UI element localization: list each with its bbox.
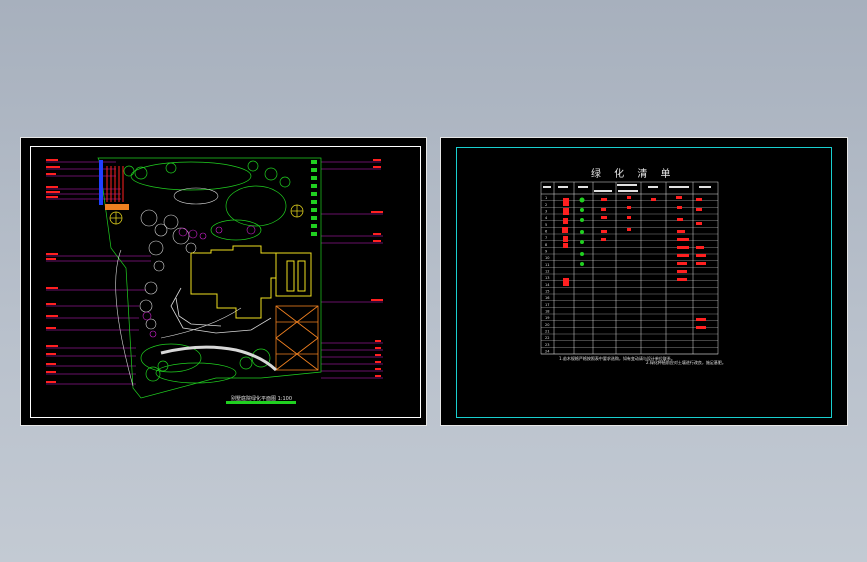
row-number: 22	[545, 336, 549, 340]
title-underline	[226, 401, 296, 404]
row-number: 19	[545, 316, 549, 320]
row-number: 13	[545, 276, 549, 280]
schedule-note-2: 2.绿化种植前应对土壤进行改良，施足基肥。	[646, 360, 726, 365]
schedule-note-1: 1.苗木规格严格按照表中要求选购，如有变动请与设计单位联系。	[559, 356, 675, 361]
schedule-title: 绿 化 清 单	[591, 169, 676, 180]
row-number: 12	[545, 270, 549, 274]
water-feature	[99, 160, 103, 205]
garden-path	[160, 345, 278, 372]
row-number: 11	[545, 263, 549, 267]
villa-footprint	[190, 245, 312, 319]
right-leader-lines	[321, 161, 383, 379]
feature-trees	[109, 204, 304, 225]
row-number: 7	[545, 236, 547, 240]
header-labels	[543, 184, 711, 192]
row-number: 23	[545, 343, 549, 347]
row-number: 15	[545, 290, 549, 294]
row-number: 3	[545, 210, 547, 214]
planting-plan-drawing	[46, 157, 383, 404]
pergola-base	[105, 204, 129, 210]
row-number: 6	[545, 230, 547, 234]
drawing-sheet-planting-plan[interactable]: 别墅庭院绿化平面图 1:100	[20, 137, 427, 426]
row-number: 24	[545, 350, 550, 354]
row-number: 1	[545, 196, 547, 200]
shrub-clusters	[123, 160, 291, 384]
sheet-border	[30, 146, 421, 418]
row-number: 16	[545, 296, 549, 300]
hedge-row	[311, 160, 317, 236]
timber-deck	[275, 305, 319, 371]
row-number: 17	[545, 303, 549, 307]
sheet-border	[456, 147, 832, 418]
row-number: 9	[545, 250, 547, 254]
legend-symbols	[579, 197, 585, 266]
plan-title: 别墅庭院绿化平面图 1:100	[231, 396, 292, 402]
row-number: 21	[545, 330, 549, 334]
row-number: 4	[545, 216, 548, 220]
flower-beds	[142, 225, 256, 338]
site-boundary	[97, 157, 322, 399]
left-leader-lines	[46, 161, 151, 385]
row-number: 8	[545, 243, 547, 247]
row-number: 2	[545, 203, 547, 207]
row-number: 18	[545, 310, 549, 314]
table-row-lines	[541, 200, 718, 355]
right-plant-labels	[371, 159, 383, 377]
row-number: 5	[545, 223, 547, 227]
row-number: 14	[545, 283, 550, 287]
row-number: 10	[545, 256, 549, 260]
left-plant-labels	[46, 159, 60, 383]
row-number: 20	[545, 323, 549, 327]
terrace-edge	[170, 287, 272, 334]
plant-name-entries	[562, 196, 706, 329]
pergola	[106, 166, 124, 202]
